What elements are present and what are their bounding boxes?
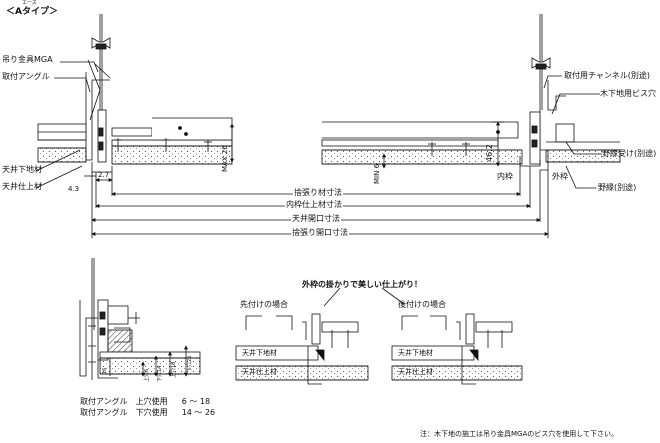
angle-note-row: 取付アングル 上穴使用 6 ～ 18 [80, 398, 215, 409]
label-outer-frame: 外枠 [552, 172, 568, 181]
angle-note-row: 取付アングル 下穴使用 14 ～ 26 [80, 409, 215, 420]
post-label-finish: 天井仕上材 [398, 368, 433, 376]
pre-label-base: 天井下地材 [242, 349, 277, 357]
panel-left [111, 117, 233, 165]
dim-row-4: 捨張り開口寸法 [291, 228, 349, 237]
pre-install-figure [235, 313, 369, 385]
footnote: 注：木下地の施工は吊り金具MGAのビス穴を使用して下さい。 [420, 430, 619, 438]
dim-max-26: MAX 26 [221, 145, 229, 172]
panel-right [321, 121, 523, 165]
angle-notes: 取付アングル 上穴使用 6 ～ 18 取付アングル 下穴使用 14 ～ 26 [80, 398, 215, 420]
detail-up6: 上穴6 [144, 368, 150, 382]
dim-row-3: 天井開口寸法 [291, 214, 341, 223]
right-ceiling-layers [545, 123, 621, 163]
label-inner-frame: 内枠 [497, 172, 513, 181]
dim-4-3: 4.3 [68, 185, 80, 193]
post-install-figure [315, 313, 523, 385]
angle-note-range: 14 ～ 26 [181, 408, 216, 417]
dim-row-2: 内枠仕上材寸法 [285, 200, 343, 209]
title-ruby: エース [22, 0, 37, 6]
pre-install-title: 先付けの場合 [240, 300, 288, 309]
pre-label-finish: 天井仕上材 [242, 368, 277, 376]
angle-note-label: 取付アングル 上穴使用 [80, 397, 168, 406]
label-angle: 取付アングル [2, 72, 50, 81]
detail-down26: 下穴26 [187, 355, 193, 372]
detail-up18: 上穴18 [171, 361, 177, 378]
label-hanger: 吊り金具MGA [2, 55, 53, 64]
dim-2-7: 2.7 [98, 171, 110, 179]
dim-46-2: 46.2 [485, 144, 494, 162]
right-hanger-assembly [519, 14, 566, 171]
post-install-title: 後付けの場合 [398, 300, 446, 309]
detail-down14: 下穴14 [157, 365, 163, 382]
dim-row-1: 捨張り材寸法 [293, 188, 343, 197]
label-joist-holder: 野縁受け(別途) [602, 149, 657, 158]
finish-heading: 外枠の掛かりで美しい仕上がり！ [302, 280, 422, 289]
angle-detail [79, 258, 201, 380]
angle-note-label: 取付アングル 下穴使用 [80, 408, 168, 417]
page-title: ＜Aタイプ＞ [6, 7, 58, 17]
label-ceiling-base: 天井下地材 [2, 165, 42, 174]
left-ceiling-layers [37, 123, 87, 163]
left-hanger-assembly [85, 14, 113, 173]
label-channel: 取付用チャンネル(別途) [564, 71, 651, 80]
label-ceiling-finish: 天井仕上材 [2, 182, 42, 191]
dim-min-6: MIN 6 [373, 163, 381, 184]
post-label-base: 天井下地材 [398, 349, 433, 357]
label-joist: 野縁(別途) [598, 183, 637, 192]
detail-16: 16 [102, 367, 108, 374]
label-screw-hole: 木下地用ビス穴 [600, 89, 656, 98]
angle-note-range: 6 ～ 18 [181, 397, 211, 406]
